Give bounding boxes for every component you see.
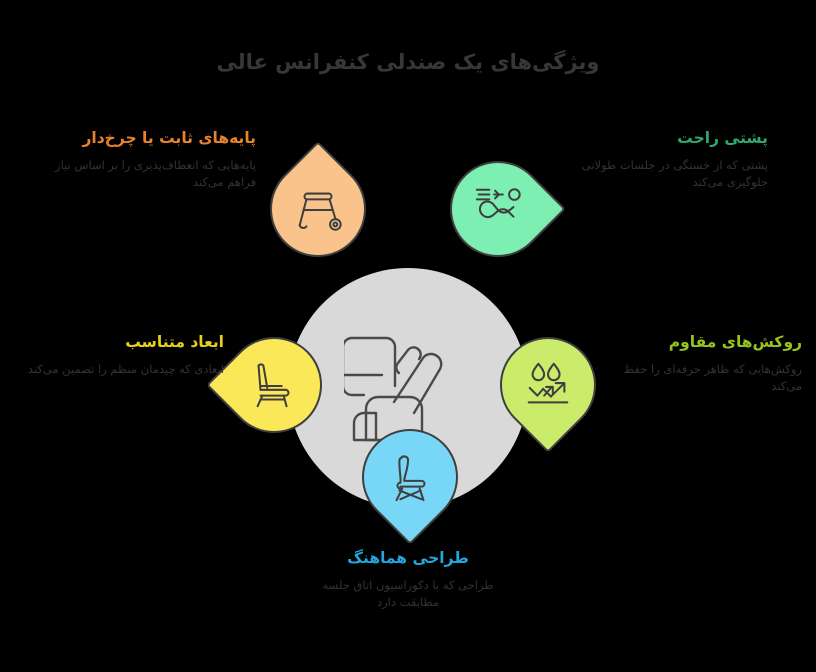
label-block-base: پایه‌های ثابت یا چرخ‌دار پایه‌هایی که ان… [44,128,256,191]
pin-marker-back[interactable] [430,141,566,277]
chair-base-wheel-icon [298,192,342,231]
label-description-design: طراحی که با دکوراسیون اتاق جلسه مطابقت د… [322,578,494,609]
pin-marker-base[interactable] [250,141,386,277]
pin-marker-dimensions[interactable] [206,317,342,453]
label-block-back: پشتی راحت پشتی که از خستگی در جلسات طولا… [556,128,768,191]
label-title-back: پشتی راحت [677,129,768,147]
designer-chair-icon [395,455,426,502]
chair-side-profile-icon [256,363,290,408]
pin-marker-design[interactable] [342,409,478,545]
label-description-back: پشتی که از خستگی در جلسات طولانی جلوگیری… [581,158,768,189]
label-description-fabric: روکش‌هایی که ظاهر حرفه‌ای را حفظ می‌کند [623,362,803,393]
label-block-design: طراحی هماهنگ طراحی که با دکوراسیون اتاق … [302,548,514,611]
ergonomic-back-support-icon [475,188,521,219]
label-description-dimensions: ابعادی که چیدمان منظم را تضمین می‌کند [27,362,224,376]
label-description-base: پایه‌هایی که انعطاف‌پذیری را بر اساس نیا… [55,158,256,189]
label-block-dimensions: ابعاد متناسب ابعادی که چیدمان منظم را تض… [12,332,224,378]
water-repellent-fabric-icon [527,362,569,404]
label-title-dimensions: ابعاد متناسب [125,333,224,351]
label-title-design: طراحی هماهنگ [347,549,469,567]
label-title-base: پایه‌های ثابت یا چرخ‌دار [82,129,256,147]
page-title: ویژگی‌های یک صندلی کنفرانس عالی [216,50,600,74]
label-block-fabric: روکش‌های مقاوم روکش‌هایی که ظاهر حرفه‌ای… [590,332,803,395]
conference-chair-icon [344,336,443,442]
pin-marker-fabric[interactable] [480,317,616,453]
label-title-fabric: روکش‌های مقاوم [668,333,802,351]
